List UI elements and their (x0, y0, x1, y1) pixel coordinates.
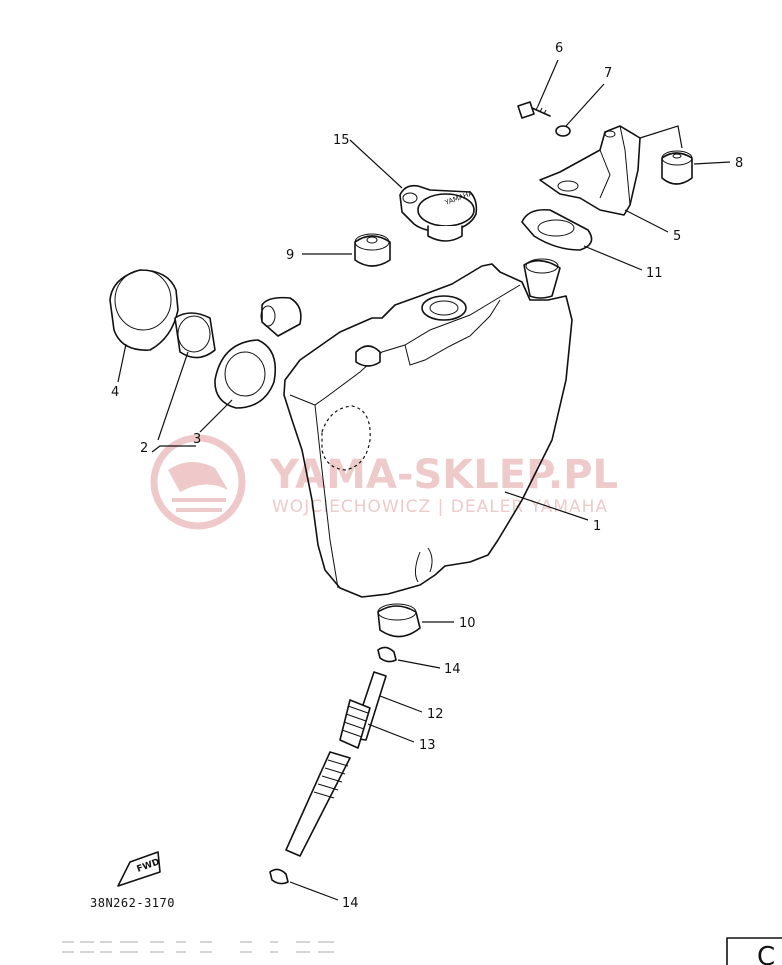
watermark: YAMA-SKLEP.PL WOJCIECHOWICZ | DEALER YAM… (150, 434, 618, 530)
hose-clip-icon (269, 868, 289, 885)
fuel-tank-icon (283, 258, 573, 598)
fuel-cock-icon (109, 269, 302, 409)
fwd-arrow-icon: FWD (117, 851, 161, 887)
watermark-title: YAMA-SKLEP.PL (269, 452, 618, 498)
bracket-icon (539, 125, 641, 216)
fuel-cap-icon: YAMAHA (399, 184, 478, 242)
callout-2: 2 (140, 441, 148, 456)
callout-13: 13 (419, 738, 436, 753)
damper-icon (661, 150, 693, 185)
gasket-icon (521, 208, 593, 251)
callout-6: 6 (555, 41, 563, 56)
callout-7: 7 (604, 66, 612, 81)
part-code: 38N262-3170 (90, 896, 175, 910)
corner-letter: C (757, 942, 775, 965)
callout-14-lower: 14 (342, 896, 359, 911)
leader-lines (117, 59, 731, 901)
callout-12: 12 (427, 707, 444, 722)
washer-icon (555, 125, 571, 137)
callout-4: 4 (111, 385, 119, 400)
corner-mark: C (726, 937, 782, 965)
callout-15: 15 (333, 133, 350, 148)
callout-10: 10 (459, 616, 476, 631)
fuel-hose-icon (285, 671, 387, 857)
bolt-icon (517, 101, 551, 119)
hose-clip-icon (377, 646, 397, 663)
callout-3: 3 (193, 432, 201, 447)
callout-1: 1 (593, 519, 601, 534)
footer-scan-marks (62, 941, 334, 953)
watermark-subtitle: WOJCIECHOWICZ | DEALER YAMAHA (272, 497, 608, 517)
grommet-icon (354, 233, 391, 267)
callout-8: 8 (735, 156, 743, 171)
callout-11: 11 (646, 266, 663, 281)
grommet-icon (377, 603, 421, 638)
callout-14-upper: 14 (444, 662, 461, 677)
yamaha-logo-icon (150, 434, 246, 530)
callout-labels: 1 2 3 4 5 6 7 8 9 10 11 12 13 14 14 15 (111, 41, 743, 911)
callout-9: 9 (286, 248, 294, 263)
callout-5: 5 (673, 229, 681, 244)
